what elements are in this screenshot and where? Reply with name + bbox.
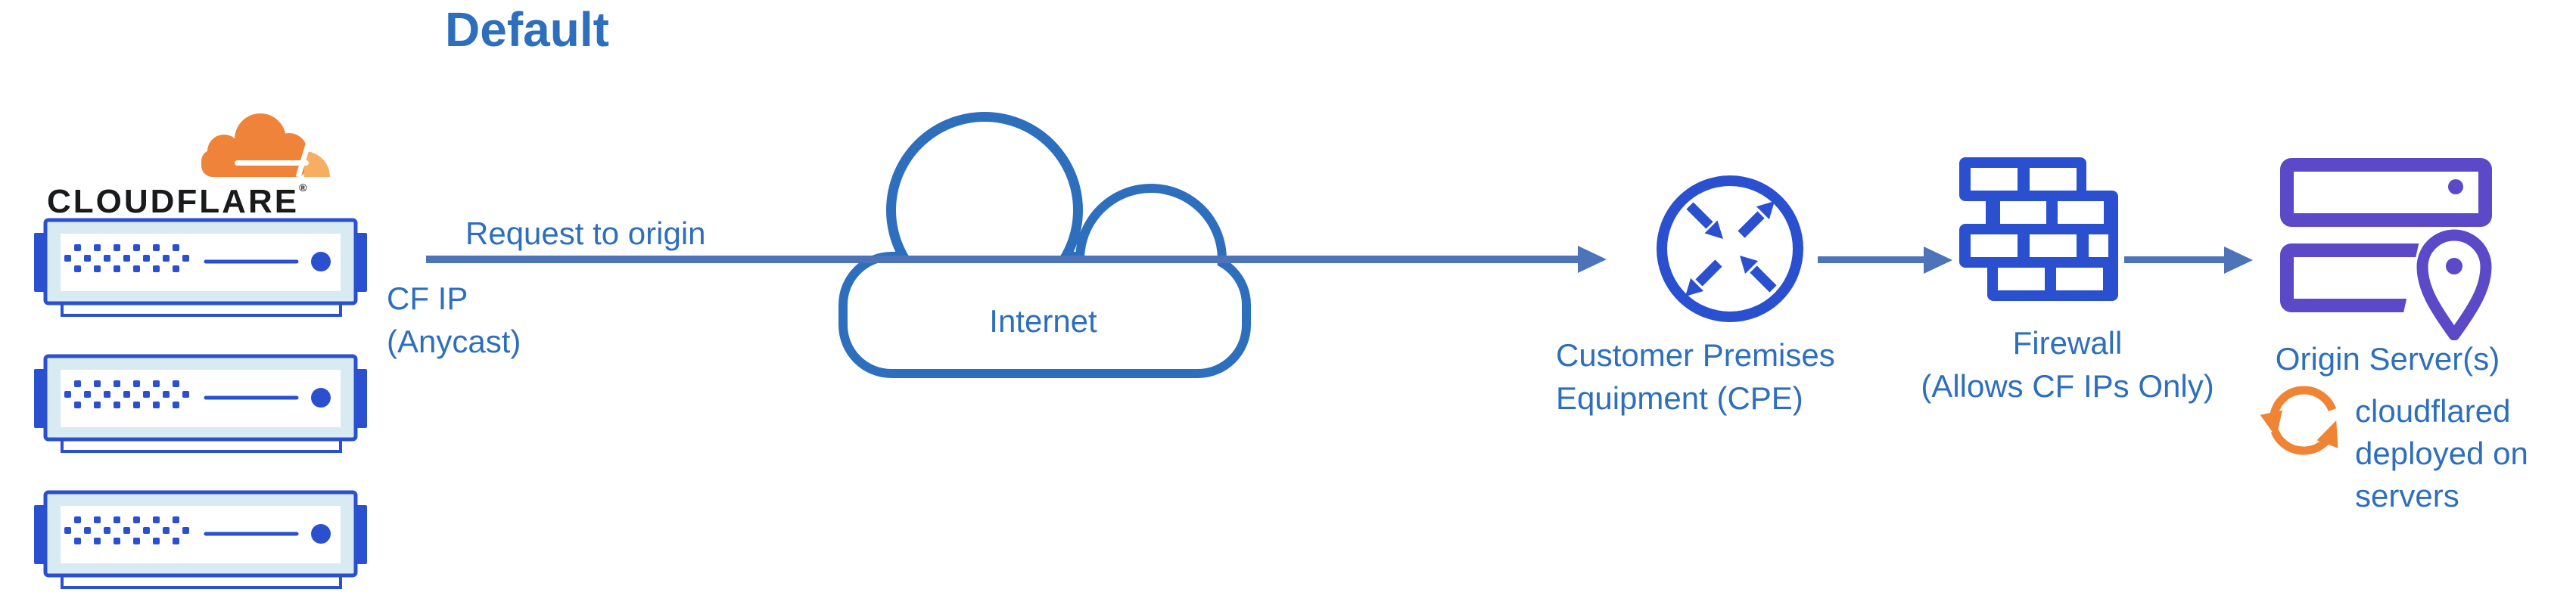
cf-server-icon-3 xyxy=(30,490,371,591)
firewall-label: Firewall (Allows CF IPs Only) xyxy=(1886,321,2249,408)
router-icon xyxy=(1652,171,1808,327)
origin-label: Origin Server(s) xyxy=(2275,341,2500,377)
cloudflare-logo-icon xyxy=(191,107,339,178)
cloudflared-note: cloudflared deployed on servers xyxy=(2355,390,2528,517)
internet-label: Internet xyxy=(989,303,1097,339)
cpe-label-line2: Equipment (CPE) xyxy=(1556,380,1803,416)
sync-arrows-icon xyxy=(2257,384,2350,457)
firewall-label-line2: (Allows CF IPs Only) xyxy=(1921,368,2214,404)
cloudflared-note-line3: servers xyxy=(2355,478,2459,513)
request-arrowhead-icon xyxy=(1578,246,1607,273)
cf-ip-line1: CF IP xyxy=(387,281,468,316)
cpe-to-firewall-line xyxy=(1818,256,1924,263)
firewall-to-origin-arrowhead-icon xyxy=(2224,247,2253,274)
internet-cloud-icon xyxy=(829,104,1257,386)
cpe-label: Customer Premises Equipment (CPE) xyxy=(1556,333,1835,420)
brick-wall-icon xyxy=(1959,157,2118,305)
cf-ip-label: CF IP (Anycast) xyxy=(387,277,521,363)
cpe-label-line1: Customer Premises xyxy=(1556,337,1835,373)
cf-ip-line2: (Anycast) xyxy=(387,324,521,359)
request-to-origin-label: Request to origin xyxy=(465,216,706,251)
cpe-to-firewall-arrowhead-icon xyxy=(1924,247,1952,274)
origin-servers-location-icon xyxy=(2278,155,2499,340)
cf-server-icon-2 xyxy=(30,354,371,455)
cloudflared-note-line1: cloudflared xyxy=(2355,393,2511,429)
request-line xyxy=(426,256,1578,263)
firewall-to-origin-line xyxy=(2124,256,2224,263)
cloudflare-wordmark: CLOUDFLARE® xyxy=(47,181,306,221)
diagram-title: Default xyxy=(445,2,609,57)
cloudflare-wordmark-text: CLOUDFLARE xyxy=(47,183,300,220)
registered-mark: ® xyxy=(299,181,307,194)
cf-server-icon-1 xyxy=(30,218,371,319)
firewall-label-line1: Firewall xyxy=(2012,325,2123,361)
cloudflared-note-line2: deployed on xyxy=(2355,436,2528,471)
